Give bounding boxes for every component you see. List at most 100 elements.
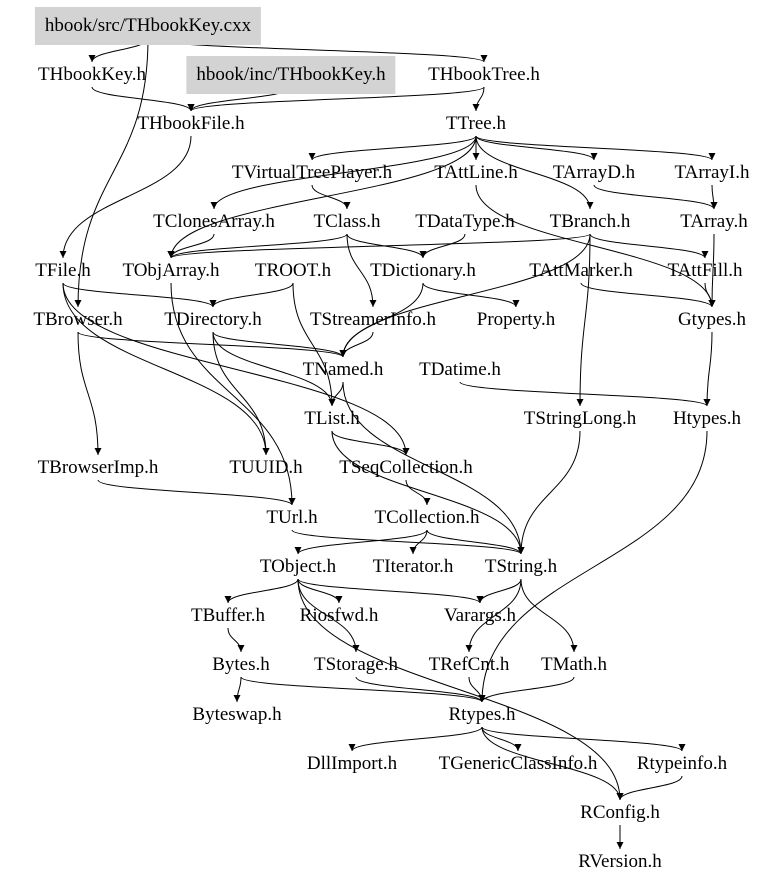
graph-node-turl[interactable]: TUrl.h bbox=[266, 507, 318, 528]
edge-rtypeinfo-to-rconfig bbox=[616, 775, 683, 801]
graph-node-tbrowserimp[interactable]: TBrowserImp.h bbox=[37, 457, 159, 478]
edge-tbuffer-to-bytes bbox=[227, 627, 245, 653]
edge-bytes-to-rtypes bbox=[240, 676, 486, 703]
edge-ttree-to-tobjarray bbox=[167, 135, 477, 259]
edge-turl-to-tstring bbox=[291, 529, 525, 555]
edge-tdict-to-tnamed bbox=[339, 282, 424, 358]
graph-node-tstreamer[interactable]: TStreamerInfo.h bbox=[309, 309, 437, 330]
edge-tarrayi-to-tarray bbox=[710, 184, 718, 210]
graph-node-tdatatype[interactable]: TDataType.h bbox=[415, 211, 515, 232]
edge-ttree-to-tclones bbox=[210, 135, 477, 210]
graph-node-htypes[interactable]: Htypes.h bbox=[672, 408, 742, 429]
edge-rtypes-to-rtypeinfo bbox=[481, 726, 686, 752]
edge-tlist-to-tseqcoll bbox=[331, 430, 410, 456]
edge-ttree-to-tbranch bbox=[475, 135, 594, 210]
edge-hbkey-to-hbfile bbox=[91, 86, 195, 112]
edge-rtypes-to-dllimport bbox=[348, 726, 483, 752]
edge-tcollection-to-tobject bbox=[294, 529, 428, 555]
graph-node-tattline[interactable]: TAttLine.h bbox=[434, 162, 518, 183]
graph-node-tdirectory[interactable]: TDirectory.h bbox=[164, 309, 262, 330]
graph-node-trefcnt[interactable]: TRefCnt.h bbox=[428, 654, 510, 675]
edge-tdatime-to-htypes bbox=[459, 381, 711, 407]
graph-node-hbtree[interactable]: THbookTree.h bbox=[428, 64, 540, 85]
graph-node-tarray[interactable]: TArray.h bbox=[680, 211, 748, 232]
graph-node-tbuffer[interactable]: TBuffer.h bbox=[190, 605, 266, 626]
edge-tobject-to-riosfwd bbox=[297, 578, 343, 604]
graph-node-tattfill[interactable]: TAttFill.h bbox=[667, 260, 743, 281]
graph-node-rtypes[interactable]: Rtypes.h bbox=[448, 704, 516, 725]
graph-node-byteswap[interactable]: Byteswap.h bbox=[192, 704, 282, 725]
edge-tfile-to-tdirectory bbox=[62, 282, 217, 308]
edge-hbfile-to-tfile bbox=[59, 135, 192, 259]
graph-node-tmath[interactable]: TMath.h bbox=[541, 654, 607, 675]
graph-node-tdatime[interactable]: TDatime.h bbox=[419, 359, 501, 380]
edge-tstringlong-to-tstring bbox=[517, 430, 581, 555]
graph-node-cxx[interactable]: hbook/src/THbookKey.cxx bbox=[34, 7, 262, 45]
edge-tcollection-to-tstring bbox=[426, 529, 525, 555]
edge-tstring-to-varargs bbox=[476, 578, 522, 604]
edge-tclass-to-tobjarray bbox=[167, 233, 348, 259]
graph-node-tlist[interactable]: TList.h bbox=[304, 408, 360, 429]
edge-tfile-to-tseqcoll bbox=[62, 282, 410, 456]
edge-tdatatype-to-tdict bbox=[419, 233, 466, 259]
edge-tdirectory-to-tnamed bbox=[212, 331, 347, 358]
graph-node-rconfig[interactable]: RConfig.h bbox=[580, 802, 660, 823]
edge-tbranch-to-tstringlong bbox=[576, 233, 591, 407]
graph-node-tbranch[interactable]: TBranch.h bbox=[549, 211, 631, 232]
edge-tcollection-to-titerator bbox=[409, 529, 428, 555]
graph-node-varargs[interactable]: Varargs.h bbox=[444, 605, 516, 626]
edge-tbrowser-to-tnamed bbox=[77, 331, 347, 358]
graph-node-troot[interactable]: TROOT.h bbox=[254, 260, 332, 281]
graph-node-tgci[interactable]: TGenericClassInfo.h bbox=[438, 753, 598, 774]
graph-node-tbrowser[interactable]: TBrowser.h bbox=[33, 309, 123, 330]
graph-node-tstringlong[interactable]: TStringLong.h bbox=[523, 408, 637, 429]
graph-node-tclones[interactable]: TClonesArray.h bbox=[153, 211, 275, 232]
graph-node-dllimport[interactable]: DllImport.h bbox=[306, 753, 398, 774]
edge-tclass-to-tstreamer bbox=[346, 233, 377, 308]
graph-node-inc[interactable]: hbook/inc/THbookKey.h bbox=[186, 56, 396, 94]
edge-rtypes-to-rconfig bbox=[481, 726, 624, 801]
graph-node-tarrayi[interactable]: TArrayI.h bbox=[674, 162, 750, 183]
edge-ttree-to-tvtp bbox=[308, 135, 477, 161]
edge-tobject-to-tbuffer bbox=[224, 578, 299, 604]
edge-tseqcoll-to-tcollection bbox=[405, 479, 431, 506]
edge-tstorage-to-rtypes bbox=[355, 676, 486, 703]
graph-node-tseqcoll[interactable]: TSeqCollection.h bbox=[339, 457, 473, 478]
graph-node-hbkey[interactable]: THbookKey.h bbox=[38, 64, 146, 85]
edge-ttree-to-tarrayi bbox=[475, 135, 716, 161]
graph-node-tobjarray[interactable]: TObjArray.h bbox=[122, 260, 220, 281]
edge-troot-to-tdirectory bbox=[209, 282, 294, 308]
edge-tbranch-to-tattfill bbox=[589, 233, 709, 259]
graph-node-tarrayd[interactable]: TArrayD.h bbox=[552, 162, 636, 183]
graph-node-rversion[interactable]: RVersion.h bbox=[578, 851, 662, 872]
graph-node-tclass[interactable]: TClass.h bbox=[313, 211, 381, 232]
graph-node-tobject[interactable]: TObject.h bbox=[259, 556, 337, 577]
graph-node-tfile[interactable]: TFile.h bbox=[35, 260, 91, 281]
graph-node-property[interactable]: Property.h bbox=[476, 309, 556, 330]
graph-node-riosfwd[interactable]: Riosfwd.h bbox=[299, 605, 379, 626]
edge-cxx-to-tbrowser bbox=[74, 37, 149, 308]
graph-node-tnamed[interactable]: TNamed.h bbox=[302, 359, 384, 380]
graph-node-titerator[interactable]: TIterator.h bbox=[372, 556, 454, 577]
edge-hbtree-to-ttree bbox=[472, 86, 485, 112]
edge-tdirectory-to-tuuid bbox=[212, 331, 270, 456]
edge-tobjarray-to-turl bbox=[170, 282, 296, 506]
graph-node-rtypeinfo[interactable]: Rtypeinfo.h bbox=[636, 753, 728, 774]
edge-tattline-to-gtypes bbox=[475, 184, 716, 308]
edge-tbranch-to-tobjarray bbox=[167, 233, 591, 259]
graph-node-tstring[interactable]: TString.h bbox=[484, 556, 558, 577]
graph-node-hbfile[interactable]: THbookFile.h bbox=[137, 113, 245, 134]
graph-node-gtypes[interactable]: Gtypes.h bbox=[677, 309, 747, 330]
graph-node-tstorage[interactable]: TStorage.h bbox=[314, 654, 398, 675]
graph-node-ttree[interactable]: TTree.h bbox=[446, 113, 506, 134]
edge-tnamed-to-tstring bbox=[342, 381, 525, 555]
edge-tfile-to-tuuid bbox=[62, 282, 270, 456]
graph-node-tvtp[interactable]: TVirtualTreePlayer.h bbox=[231, 162, 393, 183]
graph-node-bytes[interactable]: Bytes.h bbox=[212, 654, 270, 675]
graph-node-tcollection[interactable]: TCollection.h bbox=[374, 507, 480, 528]
edge-tlist-to-tstring bbox=[331, 430, 525, 555]
graph-node-tdict[interactable]: TDictionary.h bbox=[370, 260, 476, 281]
graph-node-tattmarker[interactable]: TAttMarker.h bbox=[529, 260, 633, 281]
graph-node-tuuid[interactable]: TUUID.h bbox=[229, 457, 303, 478]
